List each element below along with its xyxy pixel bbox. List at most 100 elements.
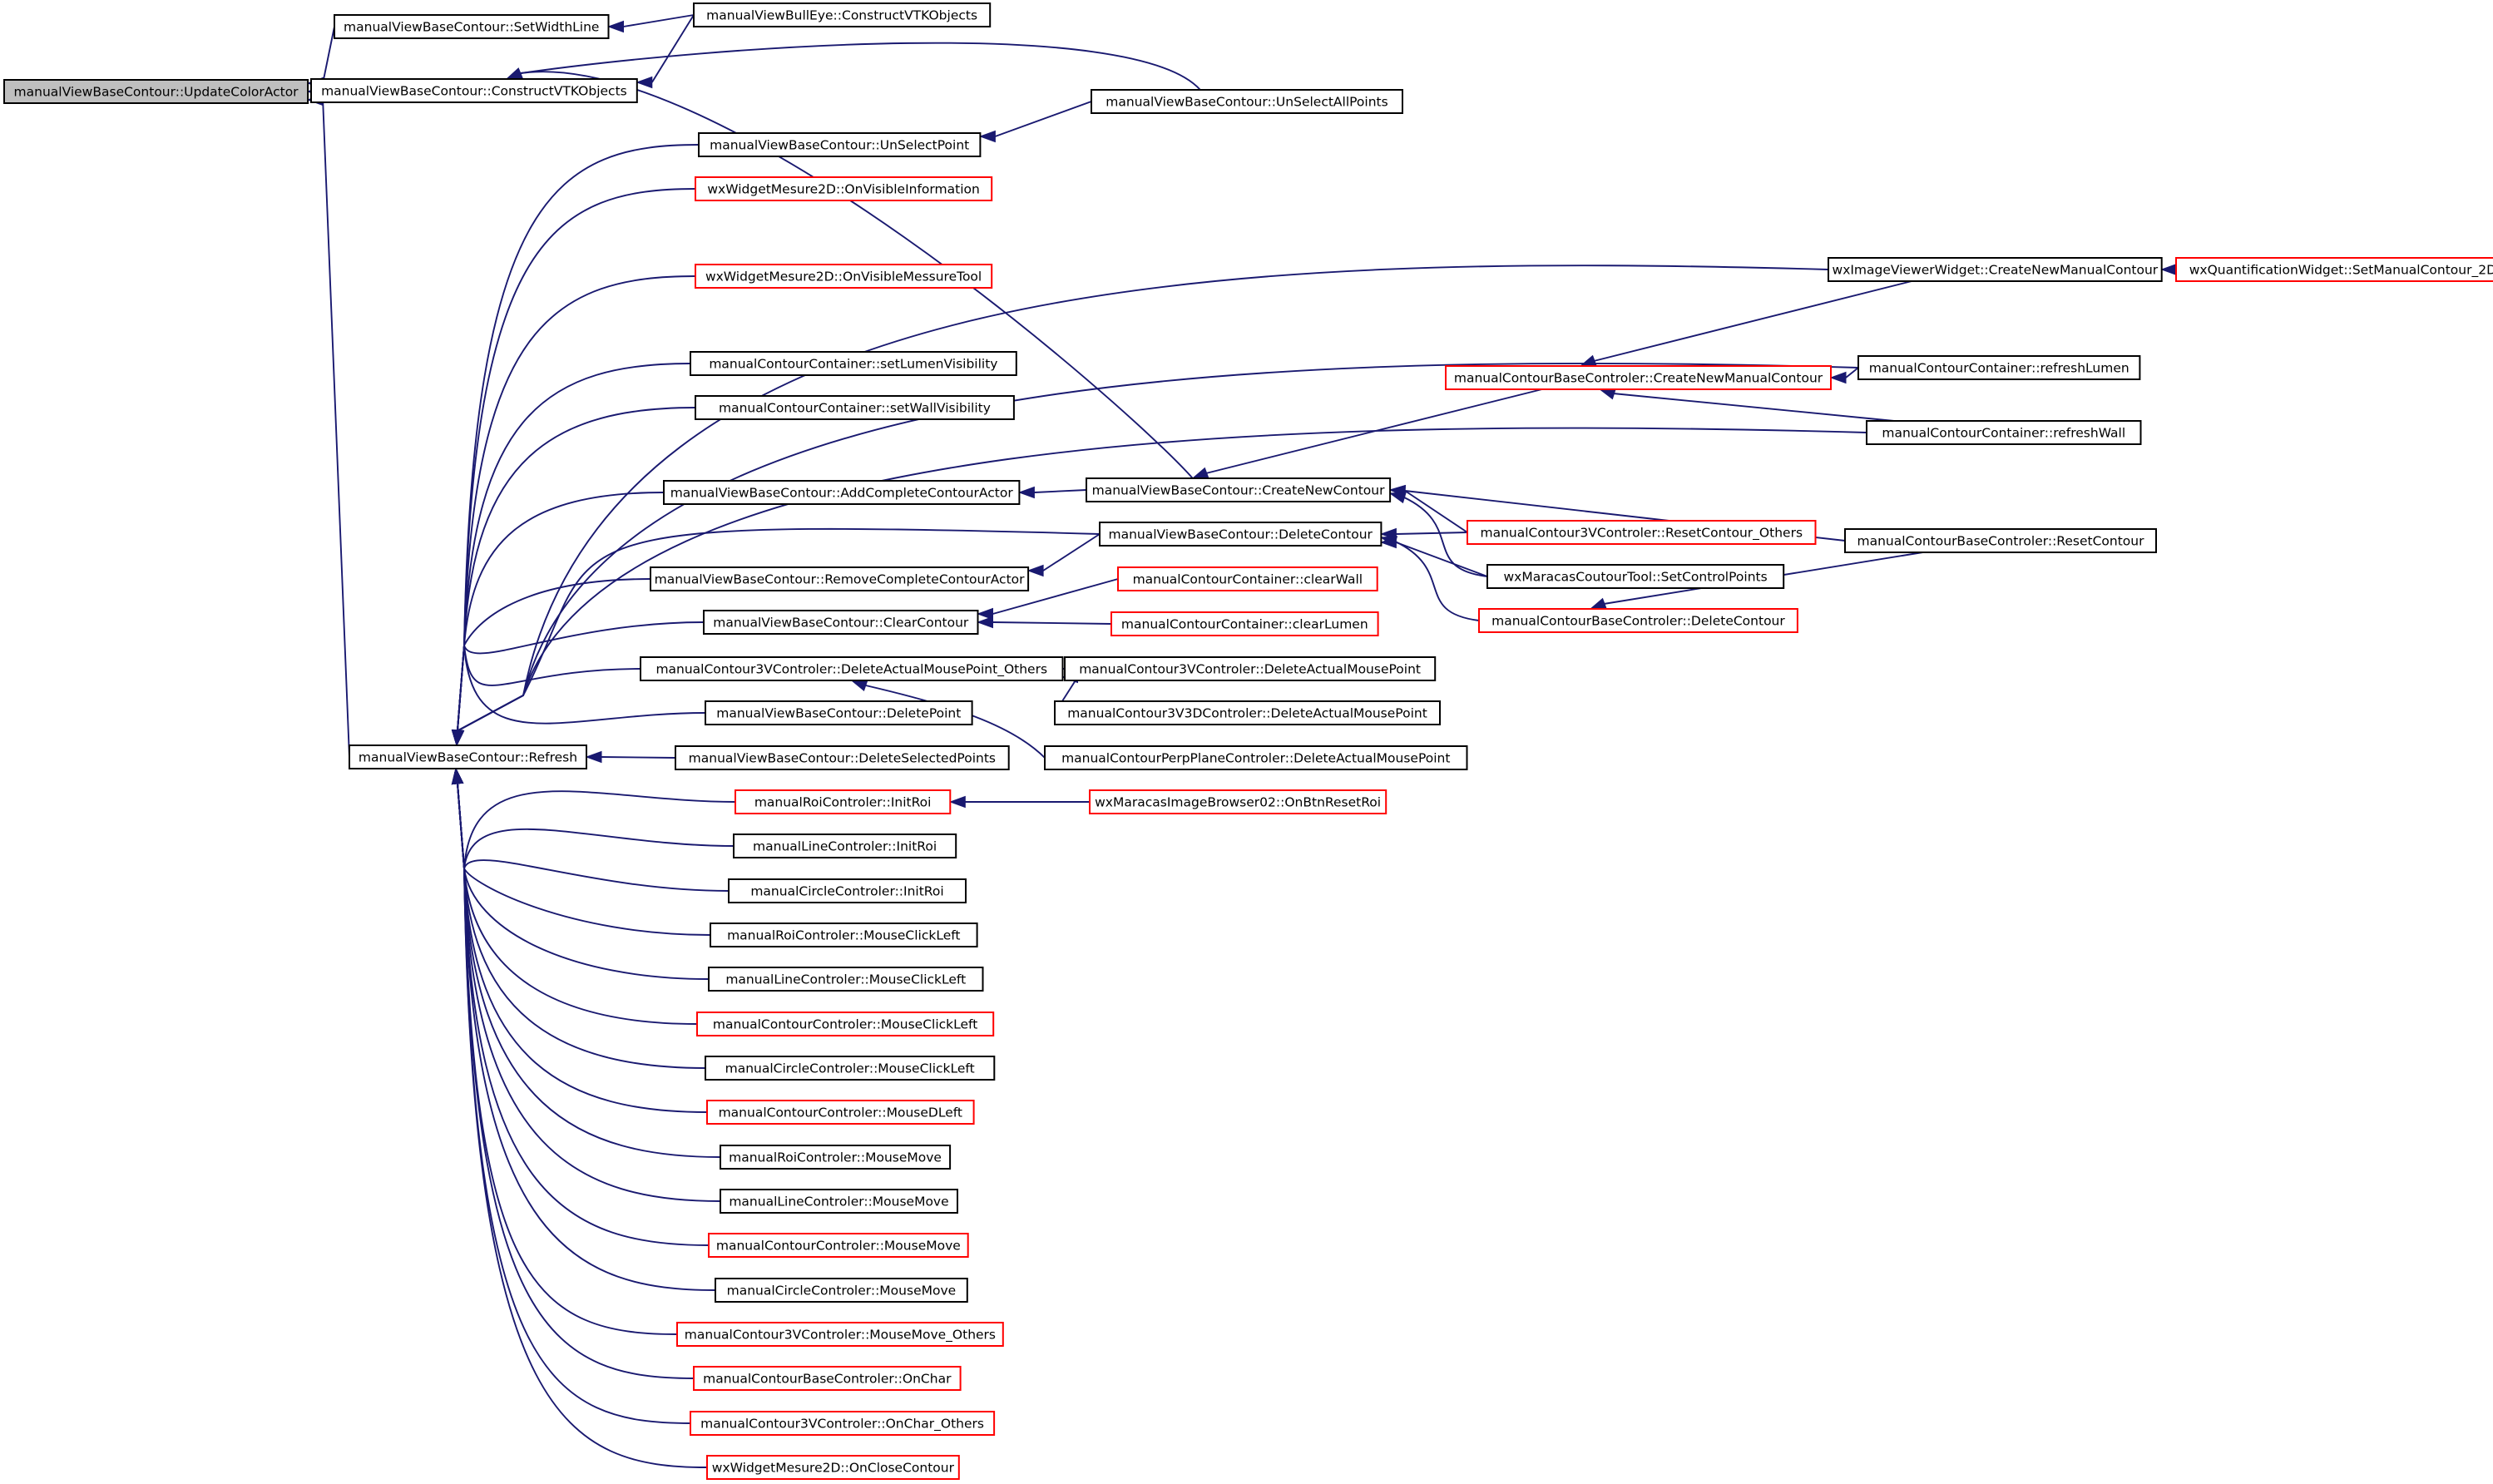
graph-node-base_construct[interactable]: manualViewBaseContour::ConstructVTKObjec… [310, 78, 638, 103]
graph-node-contour_mousedleft[interactable]: manualContourControler::MouseDLeft [706, 1100, 975, 1125]
graph-node-createnewmanualcontour_viewer[interactable]: wxImageViewerWidget::CreateNewManualCont… [1828, 257, 2163, 282]
graph-node-deleteselectedpoints[interactable]: manualViewBaseContour::DeleteSelectedPoi… [675, 745, 1010, 770]
node-label: manualLineControler::MouseClickLeft [725, 972, 966, 987]
node-box [1844, 528, 2157, 553]
graph-node-roi_mousemove[interactable]: manualRoiControler::MouseMove [720, 1145, 952, 1170]
call-edge [457, 783, 695, 1379]
graph-node-line_mouseclickleft[interactable]: manualLineControler::MouseClickLeft [708, 967, 984, 992]
edge-arrowhead [451, 730, 464, 747]
node-label: manualContourContainer::setWallVisibilit… [719, 401, 991, 416]
graph-node-clearwall[interactable]: manualContourContainer::clearWall [1117, 566, 1378, 591]
node-box [695, 395, 1015, 420]
node-label: manualContourControler::MouseMove [716, 1239, 961, 1254]
node-box [1828, 257, 2163, 282]
graph-node-circle_mousemove[interactable]: manualCircleControler::MouseMove [715, 1278, 968, 1303]
graph-node-updatecoloractor[interactable]: manualViewBaseContour::UpdateColorActor [3, 79, 309, 104]
graph-node-deletecontour_ctrl[interactable]: manualContourBaseControler::DeleteContou… [1478, 608, 1798, 633]
graph-node-createnewmanualcontour_ctrl[interactable]: manualContourBaseControler::CreateNewMan… [1445, 365, 1832, 390]
graph-node-unselectpoint[interactable]: manualViewBaseContour::UnSelectPoint [698, 132, 982, 157]
graph-node-line_initroi[interactable]: manualLineControler::InitRoi [733, 834, 957, 858]
graph-node-deletepoint[interactable]: manualViewBaseContour::DeletePoint [705, 700, 973, 725]
node-box [706, 1455, 960, 1480]
graph-node-setcontrolpoints[interactable]: wxMaracasCoutourTool::SetControlPoints [1486, 564, 1785, 589]
graph-node-clearlumen[interactable]: manualContourContainer::clearLumen [1110, 611, 1379, 636]
node-box [1478, 608, 1798, 633]
edge-arrowhead [1026, 564, 1044, 577]
graph-node-contour_mousemove[interactable]: manualContourControler::MouseMove [708, 1233, 969, 1258]
call-edge [322, 26, 335, 84]
node-label: manualContourControler::MouseDLeft [719, 1106, 962, 1120]
node-box [695, 264, 993, 289]
call-edge [457, 363, 691, 731]
node-box [693, 2, 992, 27]
graph-node-resetcontour_others[interactable]: manualContour3VControler::ResetContour_O… [1467, 520, 1817, 545]
graph-node-onvisibleinformation[interactable]: wxWidgetMesure2D::OnVisibleInformation [695, 176, 993, 201]
node-box [1044, 745, 1468, 770]
call-edge [458, 265, 1829, 731]
graph-node-refreshwall[interactable]: manualContourContainer::refreshWall [1866, 420, 2142, 445]
graph-node-line_mousemove[interactable]: manualLineControler::MouseMove [720, 1189, 958, 1214]
call-edge [1396, 542, 1488, 577]
edge-arrowhead [1379, 536, 1398, 548]
graph-node-roi_mouseclickleft[interactable]: manualRoiControler::MouseClickLeft [710, 923, 978, 947]
graph-node-deleteactualmousepoint_others[interactable]: manualContour3VControler::DeleteActualMo… [640, 656, 1064, 681]
call-edge [457, 783, 721, 1202]
node-box [705, 1056, 996, 1081]
call-edge [457, 783, 736, 869]
graph-node-onchar_others[interactable]: manualContour3VControler::OnChar_Others [690, 1411, 996, 1436]
call-edge [601, 756, 676, 759]
graph-node-refresh[interactable]: manualViewBaseContour::Refresh [349, 744, 587, 769]
graph-node-unselectallpoints[interactable]: manualViewBaseContour::UnSelectAllPoints [1091, 89, 1403, 114]
edge-arrowhead [1017, 486, 1035, 499]
edge-arrowhead [1589, 597, 1607, 610]
graph-node-onchar[interactable]: manualContourBaseControler::OnChar [693, 1366, 962, 1391]
node-box [708, 967, 984, 992]
node-label: manualContourBaseControler::DeleteContou… [1491, 614, 1785, 629]
graph-node-deleteactualmousepoint_3v3d[interactable]: manualContour3V3DControler::DeleteActual… [1054, 700, 1441, 725]
graph-node-createnewcontour[interactable]: manualViewBaseContour::CreateNewContour [1086, 477, 1392, 502]
graph-node-bulleye_construct[interactable]: manualViewBullEye::ConstructVTKObjects [693, 2, 992, 27]
edge-arrowhead [607, 20, 624, 33]
node-label: manualContourBaseControler::ResetContour [1857, 534, 2145, 549]
graph-node-onvisiblemessuretool[interactable]: wxWidgetMesure2D::OnVisibleMessureTool [695, 264, 993, 289]
node-label: manualContourContainer::refreshLumen [1869, 361, 2129, 376]
graph-node-onbtnresetroi[interactable]: wxMaracasImageBrowser02::OnBtnResetRoi [1089, 789, 1387, 814]
call-edge [457, 783, 730, 892]
edge-arrowhead [451, 767, 464, 785]
node-label: manualCircleControler::MouseClickLeft [725, 1061, 975, 1076]
edge-arrowhead [1829, 371, 1847, 384]
edge-arrowhead [977, 616, 993, 629]
graph-node-refreshlumen[interactable]: manualContourContainer::refreshLumen [1857, 355, 2141, 380]
graph-node-roi_initroi[interactable]: manualRoiControler::InitRoi [735, 789, 952, 814]
node-label: manualContourPerpPlaneControler::DeleteA… [1061, 751, 1450, 766]
graph-node-clearcontour[interactable]: manualViewBaseContour::ClearContour [703, 610, 979, 635]
graph-node-setmanualcontour_2dworld[interactable]: wxQuantificationWidget::SetManualContour… [2175, 257, 2493, 282]
node-box [1086, 477, 1392, 502]
node-label: manualContourContainer::clearWall [1133, 572, 1363, 587]
call-edge [457, 783, 710, 1246]
graph-node-setwidthline[interactable]: manualViewBaseContour::SetWidthLine [334, 14, 610, 39]
call-edge [457, 188, 696, 731]
graph-node-deletecontour_view[interactable]: manualViewBaseContour::DeleteContour [1099, 522, 1383, 547]
graph-node-circle_mouseclickleft[interactable]: manualCircleControler::MouseClickLeft [705, 1056, 996, 1081]
graph-node-removecompletecontouractor[interactable]: manualViewBaseContour::RemoveCompleteCon… [650, 566, 1030, 591]
graph-node-setwallvisibility[interactable]: manualContourContainer::setWallVisibilit… [695, 395, 1015, 420]
graph-node-addcompletecontouractor[interactable]: manualViewBaseContour::AddCompleteContou… [663, 480, 1021, 505]
node-label: manualLineControler::MouseMove [729, 1195, 948, 1209]
call-edge [992, 578, 1119, 615]
node-label: manualCircleControler::InitRoi [750, 884, 943, 899]
call-edge [457, 783, 711, 936]
node-box [1117, 566, 1378, 591]
graph-node-resetcontour[interactable]: manualContourBaseControler::ResetContour [1844, 528, 2157, 553]
graph-node-deleteactualmousepoint_perp[interactable]: manualContourPerpPlaneControler::DeleteA… [1044, 745, 1468, 770]
graph-node-onclosecontour[interactable]: wxWidgetMesure2D::OnCloseContour [706, 1455, 960, 1480]
graph-node-contour_mouseclickleft[interactable]: manualContourControler::MouseClickLeft [696, 1012, 995, 1036]
graph-node-deleteactualmousepoint_3v[interactable]: manualContour3VControler::DeleteActualMo… [1064, 656, 1437, 681]
graph-node-mousemove_others[interactable]: manualContour3VControler::MouseMove_Othe… [676, 1322, 1004, 1347]
node-box [728, 878, 967, 903]
graph-node-setlumenvisibility[interactable]: manualContourContainer::setLumenVisibili… [690, 351, 1017, 376]
edge-arrowhead [585, 750, 602, 764]
node-label: wxMaracasCoutourTool::SetControlPoints [1504, 570, 1768, 585]
node-label: manualViewBaseContour::DeleteContour [1108, 527, 1373, 542]
graph-node-circle_initroi[interactable]: manualCircleControler::InitRoi [728, 878, 967, 903]
